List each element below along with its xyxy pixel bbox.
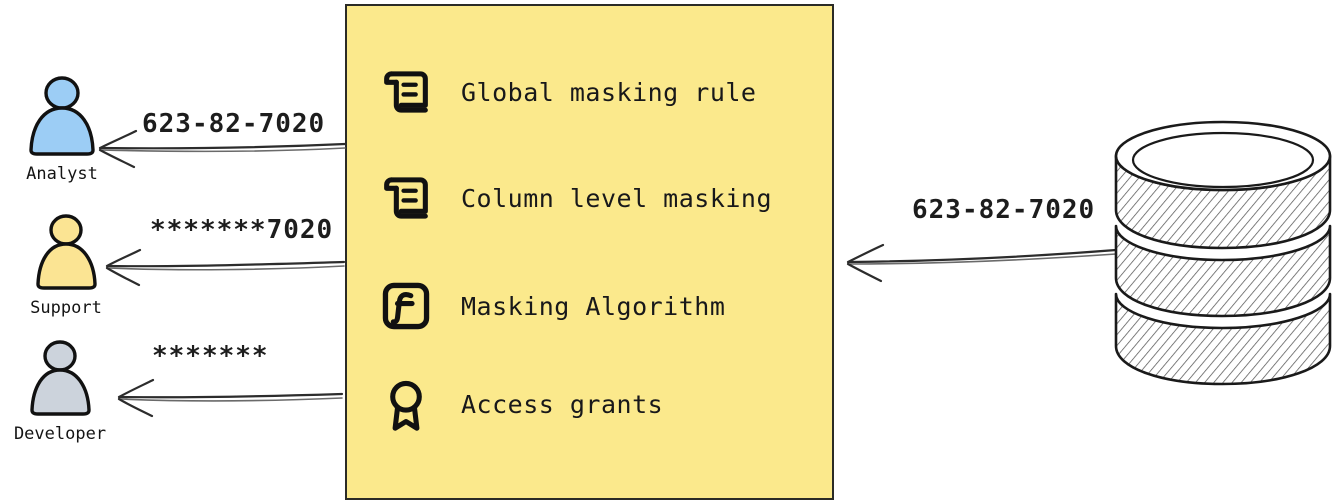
actor-developer[interactable]: Developer (0, 338, 120, 444)
database-cylinder-icon (1114, 120, 1332, 386)
flow-value-developer: ******* (152, 341, 269, 371)
actor-label: Support (30, 298, 102, 318)
arrow-policy-to-support (105, 248, 346, 287)
function-icon (382, 282, 430, 330)
policy-item-label: Masking Algorithm (461, 291, 726, 321)
flow-value-analyst: 623-82-7020 (142, 109, 326, 139)
arrow-database-to-policy (846, 243, 1118, 283)
policy-item-column-level-masking[interactable]: Column level masking (377, 168, 772, 228)
flow-value-source: 623-82-7020 (912, 195, 1096, 225)
actor-label: Developer (13, 424, 107, 444)
policy-item-list: Global masking rule Column level masking… (345, 4, 834, 500)
policy-item-label: Access grants (461, 389, 664, 419)
person-icon (30, 340, 91, 416)
policy-item-global-masking-rule[interactable]: Global masking rule (377, 62, 756, 122)
scroll-icon (384, 71, 428, 113)
person-icon (29, 76, 95, 156)
policy-item-label: Global masking rule (461, 77, 757, 107)
award-ribbon-icon (390, 380, 422, 431)
actor-analyst[interactable]: Analyst (2, 74, 122, 184)
actor-support[interactable]: Support (6, 212, 126, 318)
policy-item-label: Column level masking (461, 183, 773, 213)
actor-label: Analyst (26, 164, 98, 184)
flow-value-support: *******7020 (150, 215, 334, 245)
policy-item-masking-algorithm[interactable]: Masking Algorithm (377, 276, 725, 336)
policy-item-access-grants[interactable]: Access grants (377, 374, 663, 434)
person-icon (36, 214, 97, 290)
scroll-icon (384, 177, 428, 219)
arrow-policy-to-developer (117, 378, 344, 418)
